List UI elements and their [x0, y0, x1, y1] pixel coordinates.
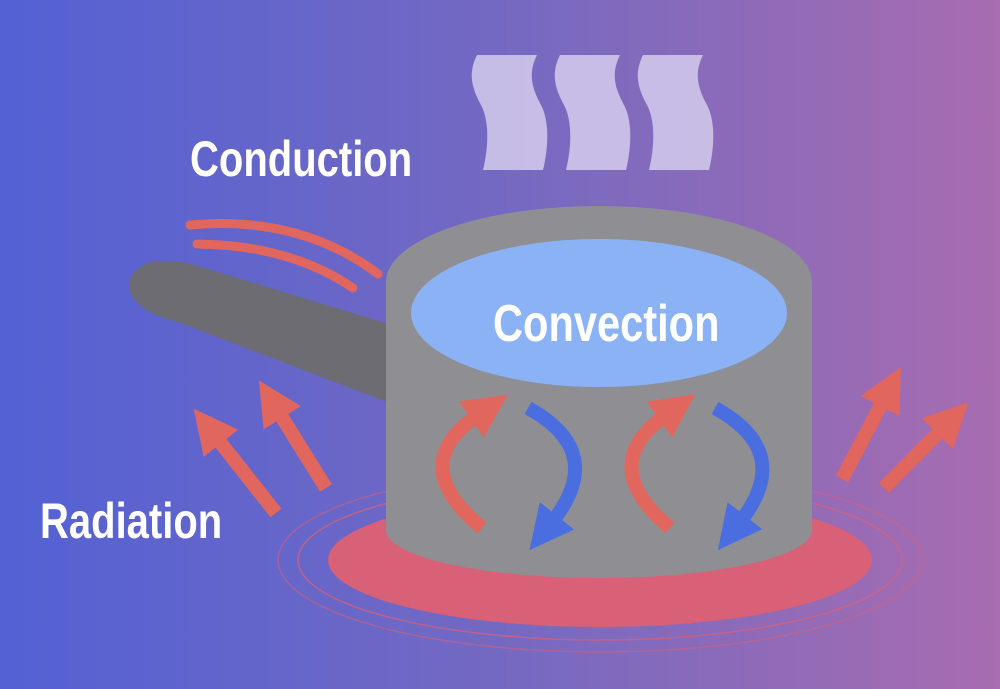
heat-arc-icon: [192, 239, 358, 293]
convection-label: Convection: [493, 295, 720, 353]
curved-arrow-up-icon: [624, 394, 696, 534]
convection-currents: [435, 394, 770, 551]
conduction-heat-arcs: [185, 219, 383, 293]
straight-arrow-icon: [835, 367, 901, 483]
radiation-label: Radiation: [40, 493, 223, 549]
pot-handle: [129, 260, 395, 404]
steam-wave-icon: [637, 55, 714, 170]
pot: [386, 206, 812, 578]
straight-arrow-icon: [258, 380, 332, 492]
curved-arrow-up-icon: [435, 394, 508, 534]
straight-arrow-icon: [879, 402, 969, 493]
radiation-arrows: [193, 367, 969, 518]
curved-arrow-down-icon: [711, 401, 770, 551]
conduction-label: Conduction: [190, 131, 413, 187]
straight-arrow-icon: [193, 408, 282, 518]
curved-arrow-down-icon: [524, 401, 582, 551]
pot-water: [411, 239, 787, 387]
pot-bottom: [386, 482, 812, 578]
steam-wave-icon: [554, 55, 631, 170]
steam: [471, 55, 714, 170]
heat-arc-icon: [185, 219, 383, 279]
steam-wave-icon: [471, 55, 548, 170]
